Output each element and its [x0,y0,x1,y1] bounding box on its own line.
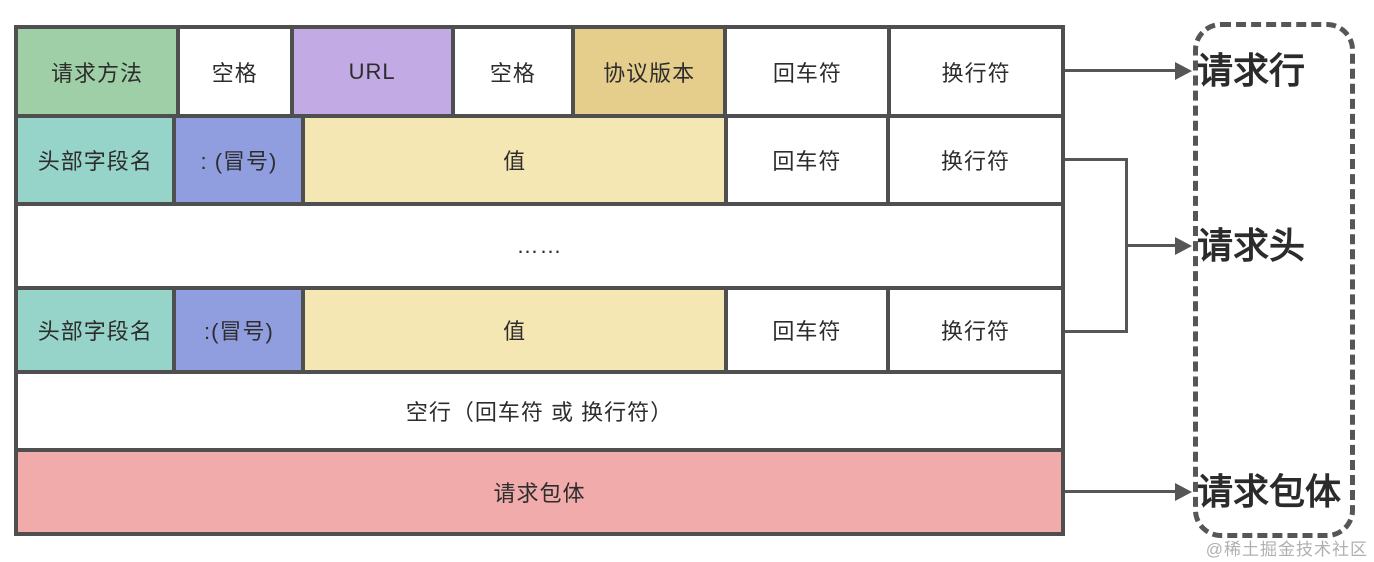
cell-header-field-name: 头部字段名 [18,290,173,370]
header-row-1: 头部字段名 : (冒号) 值 回车符 换行符 [18,114,1061,202]
cell-colon: :(冒号) [172,290,302,370]
cell-request-body: 请求包体 [18,452,1061,532]
request-line-row: 请求方法 空格 URL 空格 协议版本 回车符 换行符 [18,29,1061,114]
request-body-arrow-shaft [1065,490,1179,493]
headers-bracket-bottom [1065,330,1128,333]
legend-label-request-line: 请求行 [1197,50,1306,91]
cell-lf: 换行符 [885,118,1061,202]
header-row-2: 头部字段名 :(冒号) 值 回车符 换行符 [18,286,1061,370]
legend-label-request-body: 请求包体 [1197,471,1342,512]
request-line-arrow-shaft [1065,69,1179,72]
headers-bracket-top [1065,158,1128,161]
cell-value: 值 [301,290,724,370]
cell-header-field-name: 头部字段名 [18,118,173,202]
cell-lf: 换行符 [887,29,1061,114]
message-table: 请求方法 空格 URL 空格 协议版本 回车符 换行符 头部字段名 : (冒号)… [14,25,1065,536]
request-line-arrowhead-icon [1175,62,1192,80]
ellipsis-row: …… [18,202,1061,286]
blank-line-row: 空行（回车符 或 换行符） [18,370,1061,448]
cell-space-1: 空格 [176,29,290,114]
watermark: @稀土掘金技术社区 [1205,540,1368,559]
cell-colon: : (冒号) [172,118,302,202]
cell-cr: 回车符 [723,290,886,370]
legend-box [1193,22,1355,538]
cell-lf: 换行符 [885,290,1061,370]
cell-url: URL [289,29,451,114]
legend-label-request-headers: 请求头 [1197,225,1306,266]
cell-blank-line: 空行（回车符 或 换行符） [18,374,1061,448]
cell-cr: 回车符 [723,118,886,202]
cell-ellipsis: …… [18,206,1061,286]
request-headers-arrow-shaft [1125,244,1179,247]
cell-value: 值 [301,118,724,202]
cell-cr: 回车符 [723,29,888,114]
cell-request-method: 请求方法 [18,29,177,114]
cell-space-2: 空格 [450,29,571,114]
cell-protocol-version: 协议版本 [571,29,724,114]
body-row: 请求包体 [18,448,1061,532]
request-headers-arrowhead-icon [1175,237,1192,255]
request-body-arrowhead-icon [1175,483,1192,501]
